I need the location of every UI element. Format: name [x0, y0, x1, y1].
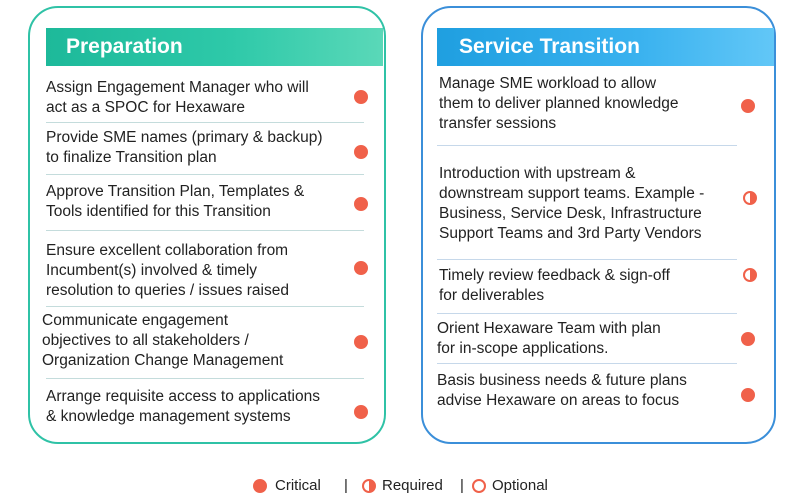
preparation-item-6: Arrange requisite access to applications… — [46, 388, 320, 425]
preparation-item-5: Communicate engagement objectives to all… — [42, 312, 284, 369]
divider — [437, 363, 737, 364]
optional-legend-icon — [472, 479, 486, 493]
divider — [437, 145, 737, 146]
service-transition-item-4: Orient Hexaware Team with plan for in-sc… — [437, 320, 661, 357]
legend-critical-label: Critical — [275, 477, 321, 494]
legend-optional-label: Optional — [492, 477, 548, 494]
required-indicator-icon — [743, 191, 757, 205]
divider — [46, 306, 364, 307]
preparation-item-2: Provide SME names (primary & backup) to … — [46, 129, 323, 166]
legend: Critical | Required | Optional — [0, 474, 800, 498]
preparation-item-4: Ensure excellent collaboration from Incu… — [46, 242, 289, 299]
divider — [46, 174, 364, 175]
preparation-item-1: Assign Engagement Manager who will act a… — [46, 79, 309, 116]
service-transition-item-1: Manage SME workload to allow them to del… — [439, 75, 679, 132]
service-transition-title: Service Transition — [437, 28, 774, 66]
divider — [437, 259, 737, 260]
critical-legend-icon — [253, 479, 267, 493]
critical-indicator-icon — [354, 261, 368, 275]
divider — [46, 378, 364, 379]
legend-separator: | — [344, 477, 348, 494]
legend-separator: | — [460, 477, 464, 494]
preparation-item-3: Approve Transition Plan, Templates & Too… — [46, 183, 305, 220]
critical-indicator-icon — [741, 99, 755, 113]
service-transition-item-2: Introduction with upstream & downstream … — [439, 165, 705, 242]
service-transition-panel: Service Transition Manage SME workload t… — [421, 6, 776, 444]
critical-indicator-icon — [741, 332, 755, 346]
legend-required-label: Required — [382, 477, 443, 494]
critical-indicator-icon — [741, 388, 755, 402]
divider — [437, 313, 737, 314]
service-transition-item-3: Timely review feedback & sign-off for de… — [439, 267, 670, 304]
critical-indicator-icon — [354, 405, 368, 419]
divider — [46, 122, 364, 123]
required-legend-icon — [362, 479, 376, 493]
required-indicator-icon — [743, 268, 757, 282]
critical-indicator-icon — [354, 145, 368, 159]
divider — [46, 230, 364, 231]
service-transition-item-5: Basis business needs & future plans advi… — [437, 372, 687, 409]
critical-indicator-icon — [354, 197, 368, 211]
preparation-panel: Preparation Assign Engagement Manager wh… — [28, 6, 386, 444]
critical-indicator-icon — [354, 335, 368, 349]
preparation-title: Preparation — [46, 28, 383, 66]
critical-indicator-icon — [354, 90, 368, 104]
